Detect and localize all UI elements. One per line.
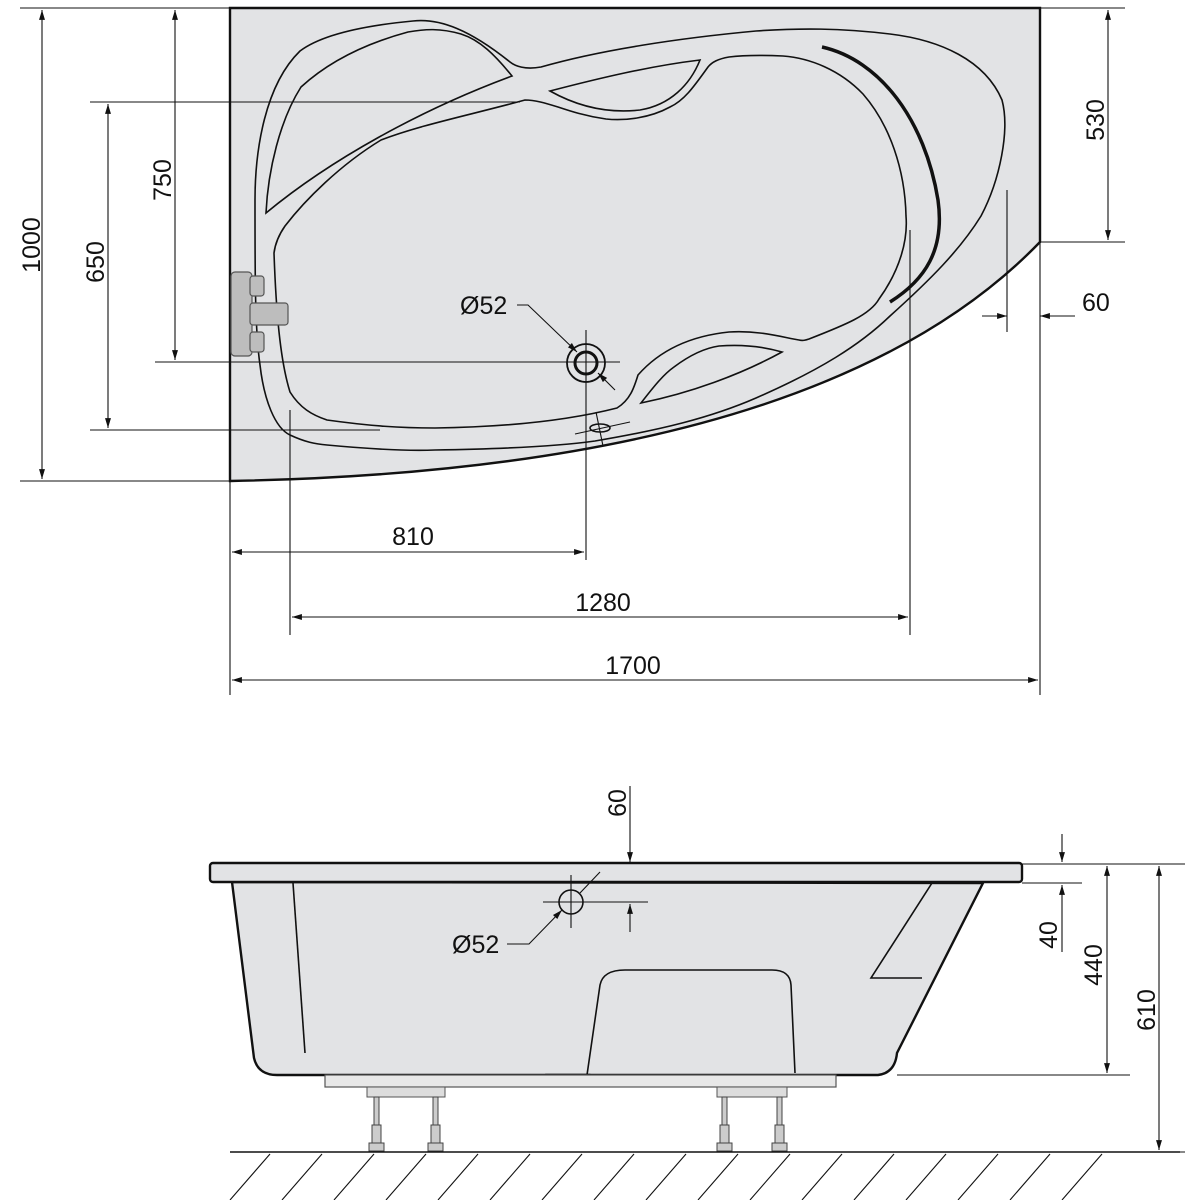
dim-label-1280: 1280	[575, 589, 631, 617]
drain-leader-arrow	[597, 372, 616, 391]
left-armrest-cutout	[265, 28, 514, 215]
tub-outline-top	[228, 6, 1042, 483]
dim-label-drain-diameter: Ø52	[460, 292, 507, 320]
hatch-line	[385, 1153, 427, 1200]
tub-rim-side	[208, 861, 1024, 884]
dim-label-40: 40	[1035, 921, 1063, 949]
hatch-line	[541, 1153, 583, 1200]
top-view: 1000 650 750 530 60 810 1280 1700 Ø52	[18, 6, 1125, 695]
overflow-icon	[574, 411, 631, 447]
dim-label-60: 60	[1082, 289, 1110, 317]
dim-label-650: 650	[82, 241, 110, 283]
hatch-line	[645, 1153, 687, 1200]
dim-label-60-side: 60	[604, 789, 632, 817]
dim-label-1000: 1000	[18, 217, 46, 273]
support-frame	[324, 1074, 837, 1088]
faucet-icon	[230, 271, 289, 357]
floor-hatching	[229, 1151, 1180, 1200]
extension-lines	[20, 7, 1125, 695]
hatch-line	[749, 1153, 791, 1200]
dim-label-810: 810	[392, 523, 434, 551]
hatch-line	[853, 1153, 895, 1200]
dim-label-530: 530	[1082, 99, 1110, 141]
dim-label-610: 610	[1133, 989, 1161, 1031]
dim-label-440: 440	[1080, 944, 1108, 986]
hatch-line	[333, 1153, 375, 1200]
inner-wall-line	[292, 882, 306, 1054]
hatch-line	[229, 1153, 271, 1200]
overflow-leader-tail	[579, 871, 601, 894]
overflow-leader	[507, 909, 563, 945]
tub-body-side	[230, 880, 985, 1077]
seat-recess	[586, 969, 796, 1076]
hatch-line	[957, 1153, 999, 1200]
hatch-line	[1061, 1153, 1103, 1200]
legs	[366, 1086, 788, 1152]
side-extension-lines	[897, 863, 1185, 1153]
hatch-line	[281, 1153, 323, 1200]
hatch-line	[905, 1153, 947, 1200]
dim-label-overflow-diameter: Ø52	[452, 931, 499, 959]
headrest-step	[869, 882, 933, 979]
hatch-line	[697, 1153, 739, 1200]
drain-icon	[566, 330, 606, 560]
drain-leader	[517, 304, 578, 353]
overflow-side-icon	[543, 875, 648, 928]
hatch-line	[801, 1153, 843, 1200]
hatch-line	[1009, 1153, 1051, 1200]
hatch-line	[593, 1153, 635, 1200]
dim-label-750: 750	[149, 159, 177, 201]
bottom-armrest-cutout	[639, 344, 785, 405]
hatch-line	[437, 1153, 479, 1200]
dim-label-1700: 1700	[605, 652, 661, 680]
tub-rim-inner-line	[254, 19, 1006, 452]
tub-basin-line	[273, 54, 908, 429]
headrest-arc	[821, 45, 942, 304]
top-armrest-cutout	[547, 59, 702, 112]
side-view: Ø52 60 40 440 610	[208, 786, 1185, 1200]
hatch-line	[489, 1153, 531, 1200]
